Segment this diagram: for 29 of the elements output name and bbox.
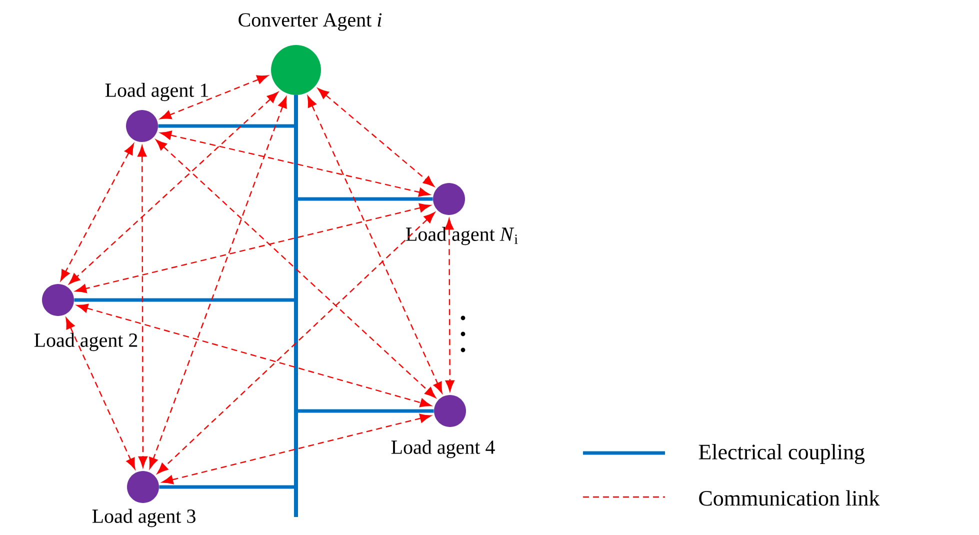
agent-label: Converter Agent i <box>238 13 382 31</box>
coupling-line <box>296 197 433 201</box>
arrow <box>68 92 278 284</box>
arrow <box>318 88 434 187</box>
arrow <box>66 318 136 470</box>
arrow <box>307 96 442 394</box>
arrow <box>162 414 432 484</box>
arrow <box>60 144 134 281</box>
arrow <box>156 140 436 398</box>
arrow <box>444 218 454 392</box>
coupling-line <box>74 298 296 302</box>
arrow <box>149 96 287 469</box>
agent-label: Load agent 2 <box>34 332 138 352</box>
agent-label: Load agent 3 <box>92 508 196 528</box>
arrow <box>75 203 431 294</box>
arrow <box>160 75 268 120</box>
arrow <box>157 212 435 474</box>
coupling-line <box>296 409 434 413</box>
arrow <box>76 304 432 408</box>
legend-label: Communication link <box>699 490 880 506</box>
legend-label: Electrical coupling <box>698 444 865 464</box>
coupling-line <box>159 485 296 489</box>
agent-label: Load agent 4 <box>391 440 495 458</box>
arrow <box>138 146 148 468</box>
arrow <box>160 130 430 197</box>
agent-label: Load agent N$_{i}$ <box>406 226 518 246</box>
agent-label: Load agent 1 <box>105 82 208 102</box>
bus-bar <box>294 95 298 517</box>
coupling-line <box>158 124 296 128</box>
